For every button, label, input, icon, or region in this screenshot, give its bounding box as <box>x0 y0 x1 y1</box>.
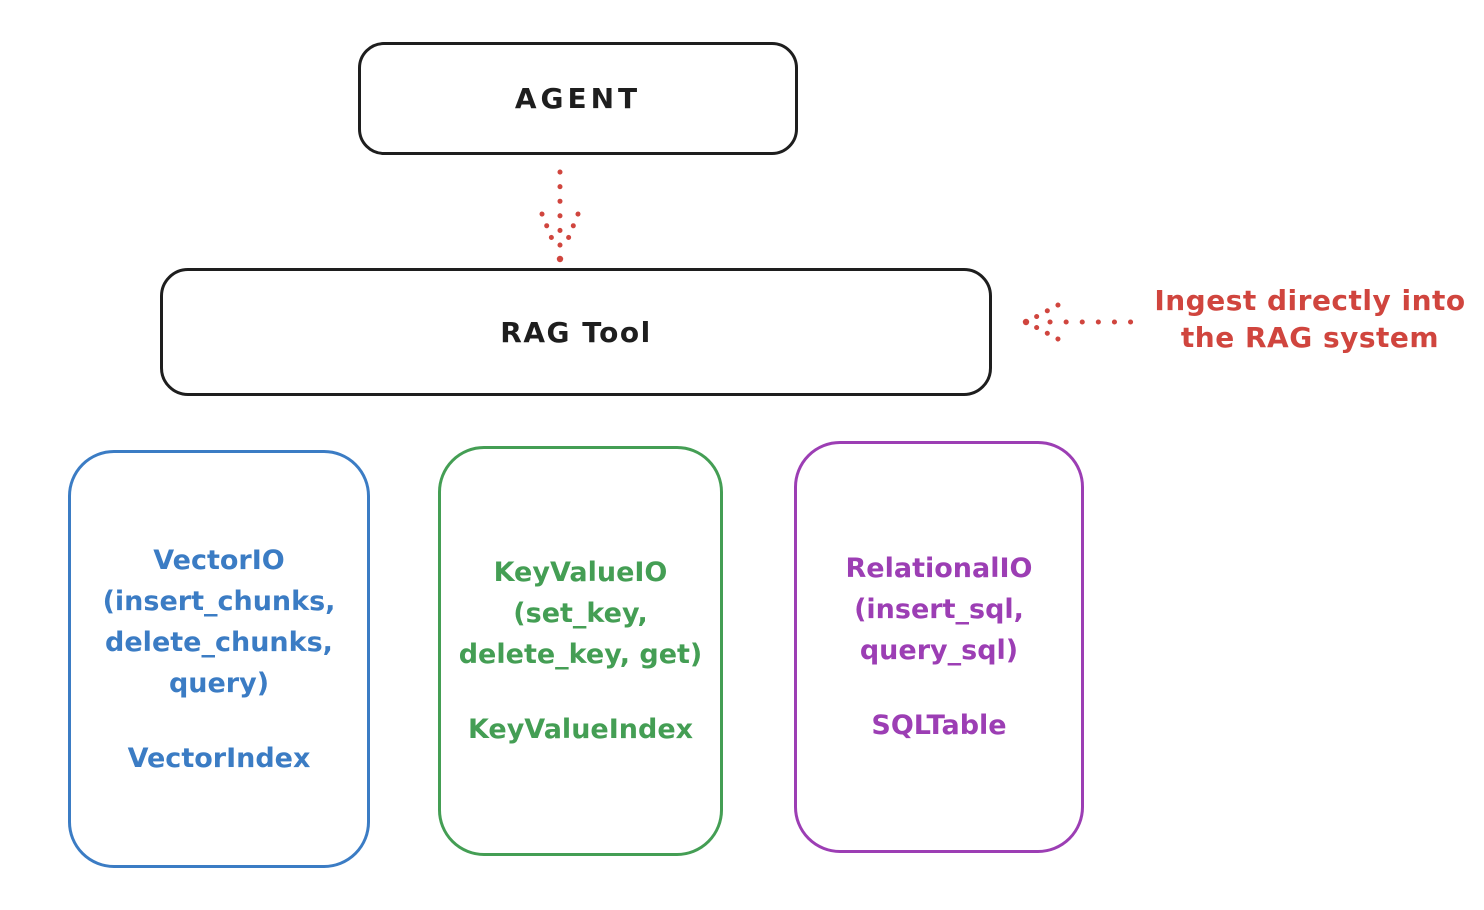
ingest-annotation-line2: the RAG system <box>1180 321 1440 354</box>
rag-tool-label: RAG Tool <box>500 315 652 349</box>
vector-index-label: VectorIndex <box>127 742 311 774</box>
vector-io-method-line: delete_chunks, <box>105 626 333 658</box>
ingest-annotation: Ingest directly into the RAG system <box>1136 282 1484 356</box>
dotted-arrow-down-icon <box>539 169 581 263</box>
keyvalue-io-node: KeyValueIO (set_key, delete_key, get) Ke… <box>438 446 723 856</box>
vector-io-method-line: (insert_chunks, <box>102 585 336 617</box>
relational-io-node: RelationalIO (insert_sql, query_sql) SQL… <box>794 441 1084 853</box>
relational-io-title: RelationalIO <box>845 553 1033 584</box>
agent-node: AGENT <box>358 42 798 155</box>
keyvalue-io-method-line: (set_key, <box>513 598 648 629</box>
keyvalue-io-method-line: delete_key, get) <box>458 639 703 670</box>
sql-table-label: SQLTable <box>871 710 1007 741</box>
agent-label: AGENT <box>514 82 642 115</box>
vector-io-title: VectorIO <box>153 544 285 576</box>
keyvalue-io-title: KeyValueIO <box>493 557 668 588</box>
vector-io-method-line: query) <box>168 667 270 699</box>
relational-io-method-line: (insert_sql, <box>854 594 1024 625</box>
vector-io-node: VectorIO (insert_chunks, delete_chunks, … <box>68 450 370 868</box>
ingest-annotation-line1: Ingest directly into <box>1154 284 1466 317</box>
relational-io-method-line: query_sql) <box>859 635 1019 666</box>
rag-tool-node: RAG Tool <box>160 268 992 396</box>
keyvalue-index-label: KeyValueIndex <box>467 714 694 745</box>
dotted-arrow-left-icon <box>1022 302 1137 342</box>
